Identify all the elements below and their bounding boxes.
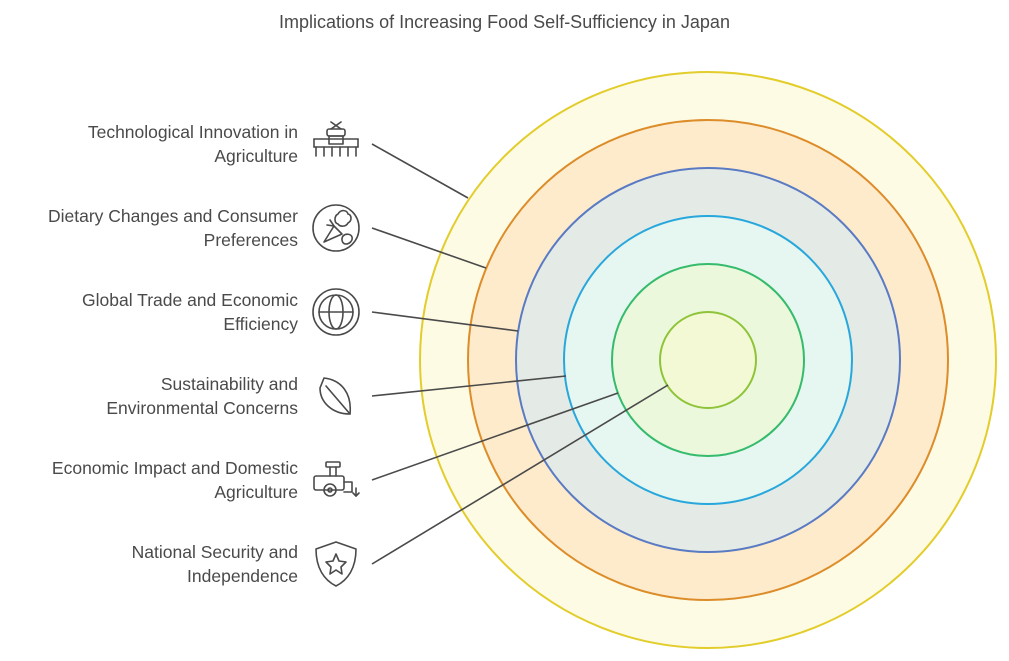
label-line-2: Environmental Concerns — [106, 398, 298, 418]
connector-line-3 — [371, 311, 519, 332]
connector-line-1 — [371, 143, 469, 199]
label-dietary-changes: Dietary Changes and Consumer Preferences — [0, 204, 298, 252]
connector-lines — [371, 143, 669, 565]
ring-6-core — [659, 311, 757, 409]
leaf-icon — [319, 377, 351, 415]
label-line-1: National Security and — [131, 542, 298, 562]
connector-line-2 — [371, 227, 487, 269]
label-line-1: Dietary Changes and Consumer — [48, 206, 298, 226]
vegetables-icon — [312, 204, 360, 252]
label-sustainability: Sustainability and Environmental Concern… — [0, 372, 298, 420]
connector-line-5 — [371, 392, 619, 481]
label-line-2: Independence — [187, 566, 298, 586]
label-line-1: Global Trade and Economic — [82, 290, 298, 310]
shield-star-icon — [315, 541, 357, 587]
label-line-1: Technological Innovation in — [87, 122, 298, 142]
label-technological-innovation: Technological Innovation in Agriculture — [0, 120, 298, 168]
connector-line-4 — [371, 375, 567, 397]
label-global-trade: Global Trade and Economic Efficiency — [0, 288, 298, 336]
tractor-icon — [313, 461, 360, 497]
label-line-2: Preferences — [203, 230, 298, 250]
globe-icon — [312, 288, 360, 336]
label-line-2: Agriculture — [214, 146, 298, 166]
label-economic-impact: Economic Impact and Domestic Agriculture — [0, 456, 298, 504]
label-line-1: Sustainability and — [160, 374, 298, 394]
label-national-security: National Security and Independence — [0, 540, 298, 588]
connector-line-6 — [371, 384, 669, 565]
diagram-title: Implications of Increasing Food Self-Suf… — [279, 12, 730, 32]
label-line-1: Economic Impact and Domestic — [51, 458, 298, 478]
concentric-rings — [419, 71, 997, 649]
label-line-2: Efficiency — [223, 314, 298, 334]
agricultural-drone-icon — [313, 121, 359, 157]
label-line-2: Agriculture — [214, 482, 298, 502]
